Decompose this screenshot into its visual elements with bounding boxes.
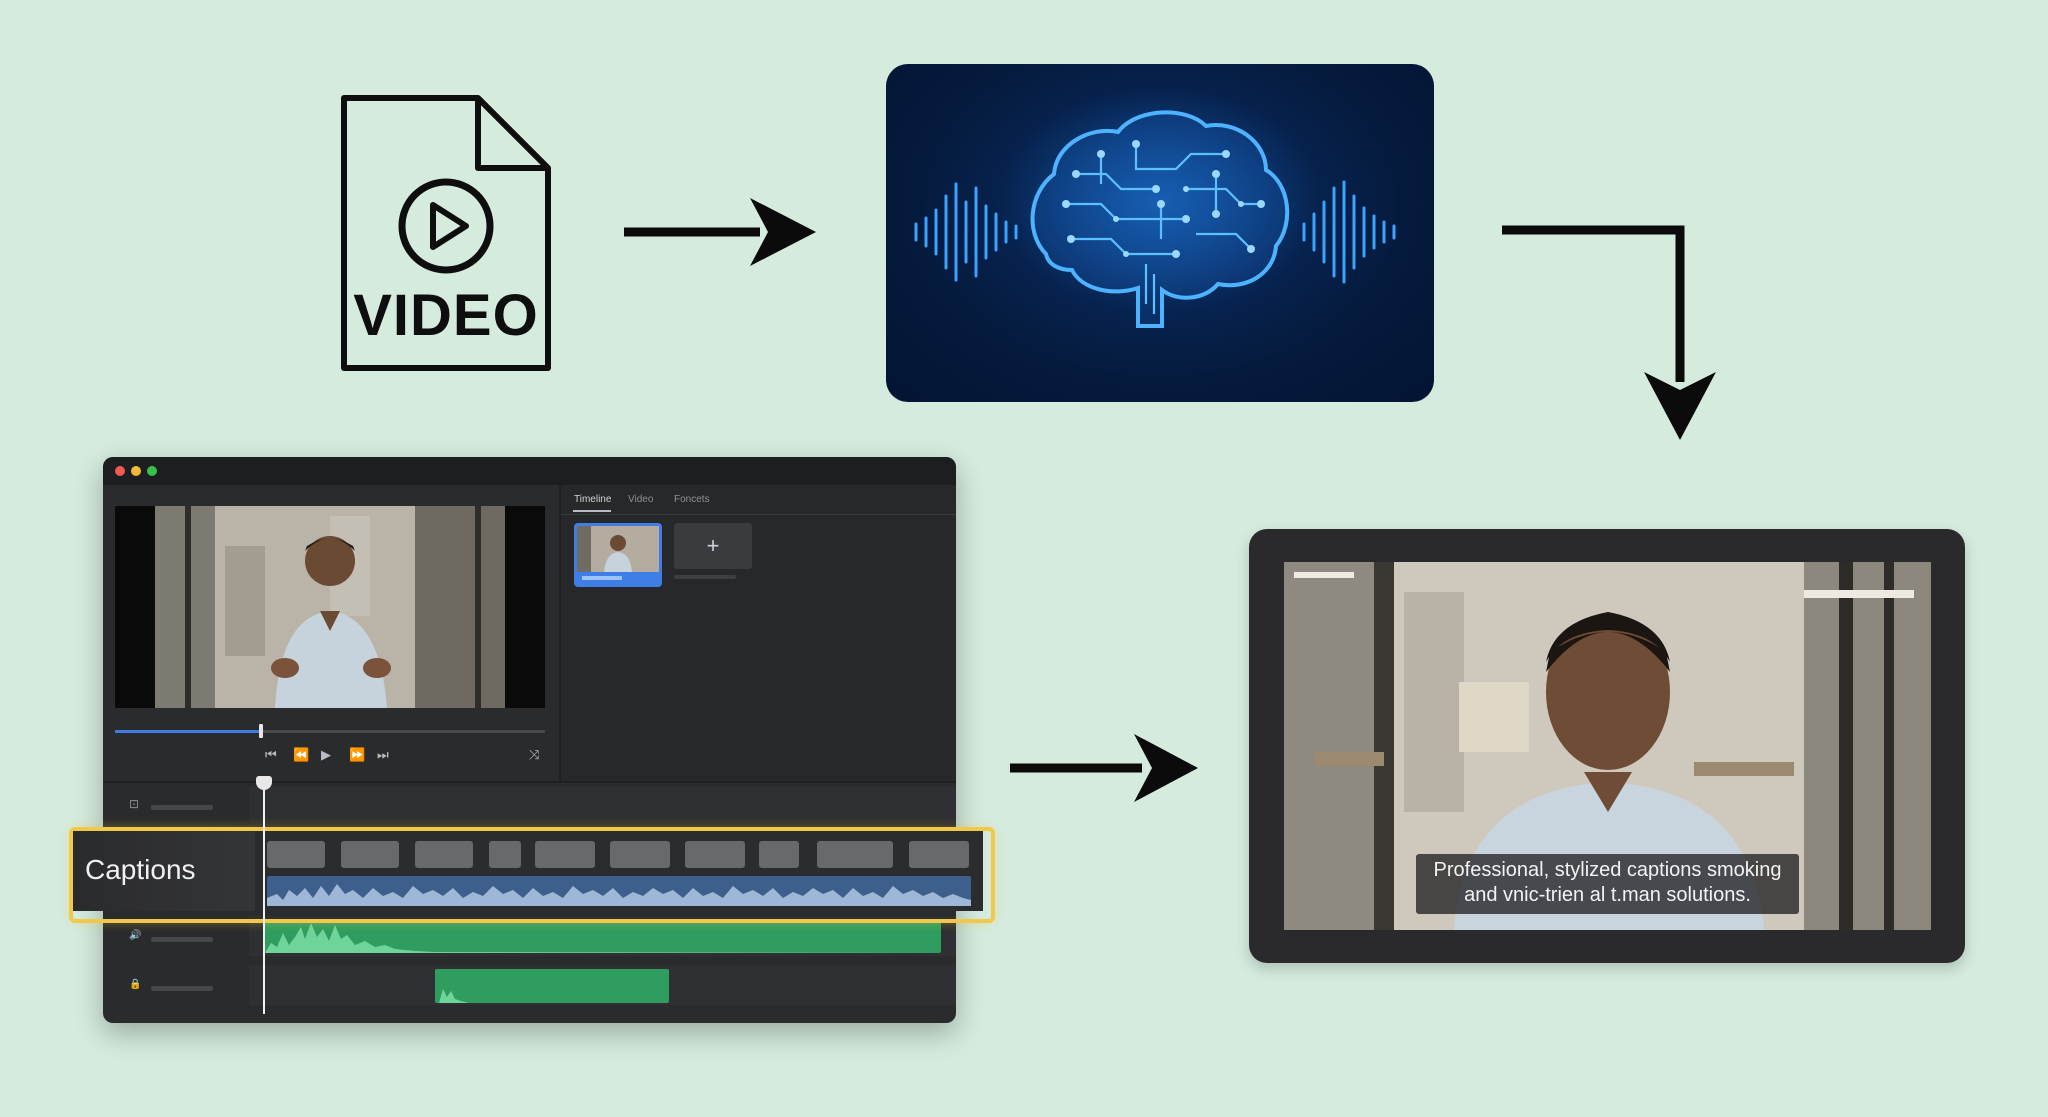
caption-audio-waveform — [267, 876, 971, 906]
audio-track-label — [151, 937, 213, 942]
captions-track-label: Captions — [85, 854, 196, 885]
caption-segment[interactable] — [759, 841, 799, 868]
title-track[interactable] — [249, 787, 956, 823]
music-track-label — [151, 986, 213, 991]
title-track-icon: ⊡ — [129, 797, 140, 811]
ai-brain-icon — [914, 74, 1396, 354]
skip-back-icon[interactable]: ⏮ — [265, 747, 277, 762]
minimize-window-button[interactable] — [131, 466, 141, 476]
add-media-button[interactable]: + — [674, 523, 752, 569]
tab-underline — [573, 510, 611, 512]
tab-foncets[interactable]: Foncets — [674, 494, 710, 505]
tab-video[interactable]: Video — [628, 494, 654, 505]
audio-waveform-green — [265, 919, 941, 953]
caption-segment[interactable] — [341, 841, 399, 868]
output-caption-line: Professional, stylized captions smoking — [1433, 859, 1782, 881]
rewind-icon[interactable]: ⏪ — [293, 747, 310, 762]
maximize-window-button[interactable] — [147, 466, 157, 476]
window-titlebar — [103, 457, 956, 485]
play-icon[interactable]: ▶ — [321, 747, 331, 762]
timeline-divider — [103, 781, 956, 783]
lock-icon[interactable]: 🔒 — [129, 979, 142, 990]
shuffle-icon[interactable]: ⤨ — [529, 747, 540, 762]
media-clip-thumbnail[interactable] — [574, 523, 662, 587]
playback-progress-fill — [115, 730, 262, 733]
tab-separator — [561, 514, 956, 515]
close-window-button[interactable] — [115, 466, 125, 476]
arrow-down-icon — [1502, 225, 1716, 440]
arrow-right-icon — [1010, 734, 1198, 802]
video-file-icon — [338, 92, 554, 374]
ai-processing-card — [886, 64, 1434, 402]
output-caption-box — [1416, 854, 1799, 914]
caption-segment[interactable] — [415, 841, 473, 868]
caption-segment[interactable] — [535, 841, 595, 868]
playback-progress-track[interactable] — [115, 730, 545, 733]
arrow-right-icon — [624, 198, 816, 266]
caption-segment[interactable] — [909, 841, 969, 868]
video-editor-window: ⏮ ⏪ ▶ ⏩ ⏭ ⤨ Timeline Video Foncets + ⊡ 🔊… — [103, 457, 956, 1023]
timeline-playhead[interactable] — [263, 782, 265, 1014]
music-clip[interactable] — [435, 969, 669, 1003]
caption-segment[interactable] — [817, 841, 893, 868]
captions-track-highlight — [69, 827, 995, 923]
preview-video[interactable] — [115, 506, 545, 708]
caption-segment[interactable] — [489, 841, 521, 868]
video-file-label: VIDEO — [353, 283, 539, 348]
caption-segment[interactable] — [267, 841, 325, 868]
pane-divider — [559, 485, 561, 781]
add-media-caption — [674, 575, 736, 579]
skip-forward-icon[interactable]: ⏭ — [377, 747, 389, 762]
fast-forward-icon[interactable]: ⏩ — [349, 747, 366, 762]
output-caption-line: and vnic-trien al t.man solutions. — [1464, 884, 1751, 906]
playback-scrubber-knob[interactable] — [259, 724, 264, 738]
title-track-label — [151, 805, 213, 810]
playhead-handle[interactable] — [256, 776, 272, 790]
tab-timeline[interactable]: Timeline — [574, 494, 612, 505]
speaker-icon: 🔊 — [129, 930, 142, 941]
caption-segment[interactable] — [685, 841, 745, 868]
caption-segment[interactable] — [610, 841, 670, 868]
captions-label-box — [73, 831, 255, 911]
